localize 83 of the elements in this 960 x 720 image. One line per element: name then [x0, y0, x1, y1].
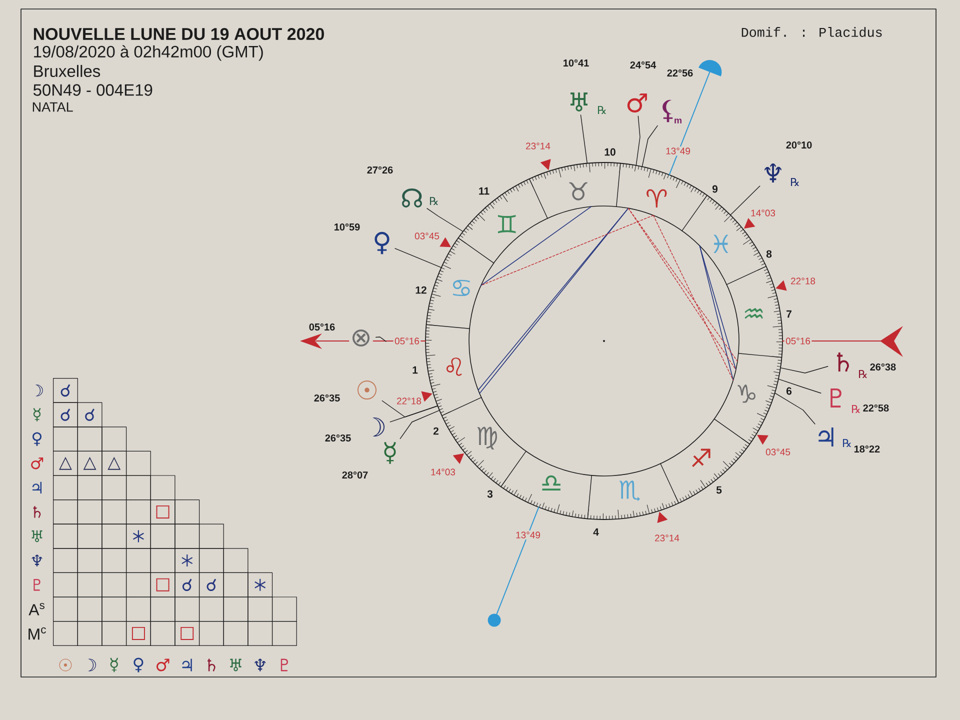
- planet-symbol: ♇: [280, 658, 288, 672]
- leader-line: [376, 336, 386, 342]
- planet-symbol: ♀: [32, 432, 42, 446]
- retrograde-mark: ℞: [843, 439, 852, 448]
- leader-line: [390, 406, 438, 422]
- retrograde-mark: ℞: [598, 106, 606, 114]
- planet-symbol: ☉: [59, 658, 72, 672]
- planet-symbol: ☊: [402, 188, 422, 208]
- planet-symbol: ♇: [34, 579, 40, 591]
- retrograde-mark: ℞: [852, 405, 860, 414]
- planet-symbol: ♇: [830, 388, 842, 408]
- symbol-suffix: m: [674, 118, 682, 124]
- degree-label: 27°26: [367, 166, 393, 174]
- planet-symbol: ♂: [156, 658, 170, 672]
- planet-symbol: ♆: [32, 554, 42, 566]
- degree-label: 22°58: [863, 404, 889, 412]
- aspect-cell: □: [150, 500, 176, 524]
- planet-symbol: ♀: [134, 658, 144, 672]
- leader-line: [636, 116, 640, 166]
- planet-symbol: ♄: [837, 352, 849, 372]
- degree-label: 20°10: [786, 141, 812, 149]
- leader-line: [774, 392, 816, 424]
- degree-label: 28°07: [342, 471, 368, 479]
- leader-line: [778, 378, 822, 394]
- planet-symbol: ♂: [627, 93, 647, 113]
- header-text: 50N49 - 004E19: [33, 84, 152, 96]
- planet-symbol: ♃: [32, 482, 42, 494]
- aspect-cell: □: [126, 621, 151, 646]
- title: NOUVELLE LUNE DU 19 AOUT 2020: [34, 28, 324, 40]
- header-text: Domif. : Placidus: [742, 27, 882, 37]
- planet-symbol: ☿: [110, 658, 118, 672]
- planet-symbol: ♃: [818, 428, 834, 446]
- aspect-cell: ☌: [198, 572, 224, 598]
- house-number: 4: [593, 528, 599, 536]
- degree-label: 18°22: [854, 445, 880, 453]
- degree-label: 05°16: [309, 323, 335, 331]
- row-label: A$^{s}$: [28, 603, 44, 616]
- aspect-cell: □: [174, 621, 200, 646]
- degree-label: 26°38: [870, 363, 896, 371]
- leader-line: [642, 125, 658, 167]
- planet-symbol: ☉: [358, 380, 376, 400]
- house-number: 7: [786, 310, 792, 318]
- planet-symbol: ♅: [32, 530, 42, 542]
- planet-symbol: ♅: [570, 92, 588, 112]
- planet-symbol: ☽: [88, 658, 96, 672]
- degree-label: 10°59: [334, 223, 360, 231]
- aspect-cell: △: [102, 450, 127, 476]
- house-number: 10: [604, 148, 616, 156]
- degree-label: 24°54: [630, 61, 656, 69]
- planet-symbol: ♄: [208, 658, 216, 672]
- house-number: 1: [412, 366, 418, 374]
- planet-symbol: ☿: [384, 442, 396, 464]
- planet-symbol: ♄: [33, 506, 41, 518]
- leader-line: [780, 366, 828, 374]
- planet-symbol: ♆: [254, 658, 266, 672]
- aspect-cell: △: [53, 450, 78, 476]
- planet-symbol: ♅: [230, 658, 242, 672]
- degree-label: 26°35: [325, 434, 351, 442]
- planet-symbol: ☽: [372, 418, 385, 436]
- aspect-cell: △: [77, 450, 102, 476]
- degree-label: 26°35: [314, 394, 340, 402]
- house-number: 6: [786, 387, 792, 395]
- aspect-cell: □: [150, 572, 176, 598]
- planet-symbol: ♂: [31, 457, 44, 470]
- header-text: 19/08/2020 à 02h42m00 (GMT): [34, 45, 263, 61]
- header-text: Bruxelles: [34, 64, 100, 78]
- house-number: 12: [416, 286, 426, 294]
- retrograde-mark: ℞: [859, 370, 868, 378]
- retrograde-mark: ℞: [791, 178, 800, 186]
- header-text: NATAL: [32, 102, 73, 112]
- planet-symbol: ☿: [33, 408, 41, 422]
- aspect-cell: ☌: [53, 378, 78, 403]
- row-label: M$^{c}$: [28, 627, 46, 640]
- planet-symbol: ☽: [36, 384, 43, 396]
- planet-symbol: ♀: [374, 232, 390, 254]
- planet-symbol: ⚸: [662, 100, 673, 122]
- aspect-cell: ☌: [53, 402, 78, 428]
- degree-label: 22°56: [667, 69, 693, 77]
- aspect-cell: ☌: [77, 402, 102, 428]
- aspect-cell: ☌: [174, 572, 200, 598]
- leader-line: [580, 114, 588, 164]
- degree-label: 10°41: [564, 59, 589, 67]
- planet-symbol: ♃: [182, 658, 192, 672]
